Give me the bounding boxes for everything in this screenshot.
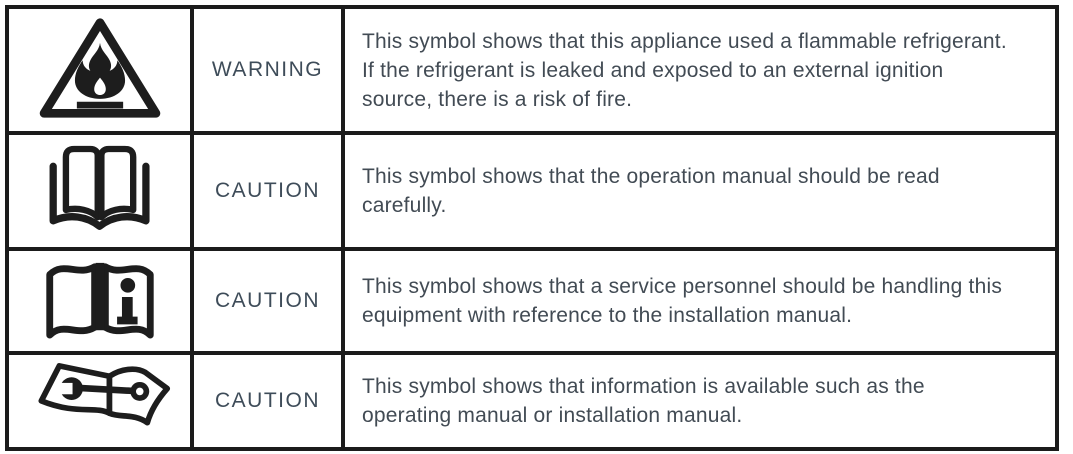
signal-word-label: CAUTION [215, 389, 320, 412]
safety-symbols-table: WARNING This symbol shows that this appl… [5, 5, 1059, 451]
signal-word-label: CAUTION [215, 179, 320, 202]
table-row: CAUTION This symbol shows that a service… [5, 247, 1059, 355]
flammable-refrigerant-warning-icon [37, 14, 163, 122]
table-row: WARNING This symbol shows that this appl… [5, 5, 1059, 135]
signal-word-label: CAUTION [215, 289, 320, 312]
symbol-cell [5, 247, 194, 355]
table-row: CAUTION This symbol shows that the opera… [5, 131, 1059, 251]
symbol-description: This symbol shows that information is av… [362, 375, 925, 427]
description-cell: This symbol shows that the operation man… [341, 131, 1059, 251]
description-cell: This symbol shows that information is av… [341, 351, 1059, 451]
read-operation-manual-icon [34, 139, 166, 239]
installation-manual-info-icon [39, 254, 161, 344]
symbol-cell [5, 5, 194, 135]
symbol-cell [5, 351, 194, 451]
signal-word-cell: CAUTION [190, 351, 345, 451]
service-manual-wrench-icon [29, 359, 171, 439]
symbol-description: This symbol shows that a service personn… [362, 275, 1003, 327]
symbol-cell [5, 131, 194, 251]
signal-word-cell: CAUTION [190, 247, 345, 355]
symbol-description: This symbol shows that the operation man… [362, 165, 940, 217]
description-cell: This symbol shows that this appliance us… [341, 5, 1059, 135]
description-cell: This symbol shows that a service personn… [341, 247, 1059, 355]
signal-word-label: WARNING [211, 58, 324, 81]
signal-word-cell: CAUTION [190, 131, 345, 251]
table-row: CAUTION This symbol shows that informati… [5, 351, 1059, 451]
signal-word-cell: WARNING [190, 5, 345, 135]
symbol-description: This symbol shows that this appliance us… [362, 29, 1007, 111]
